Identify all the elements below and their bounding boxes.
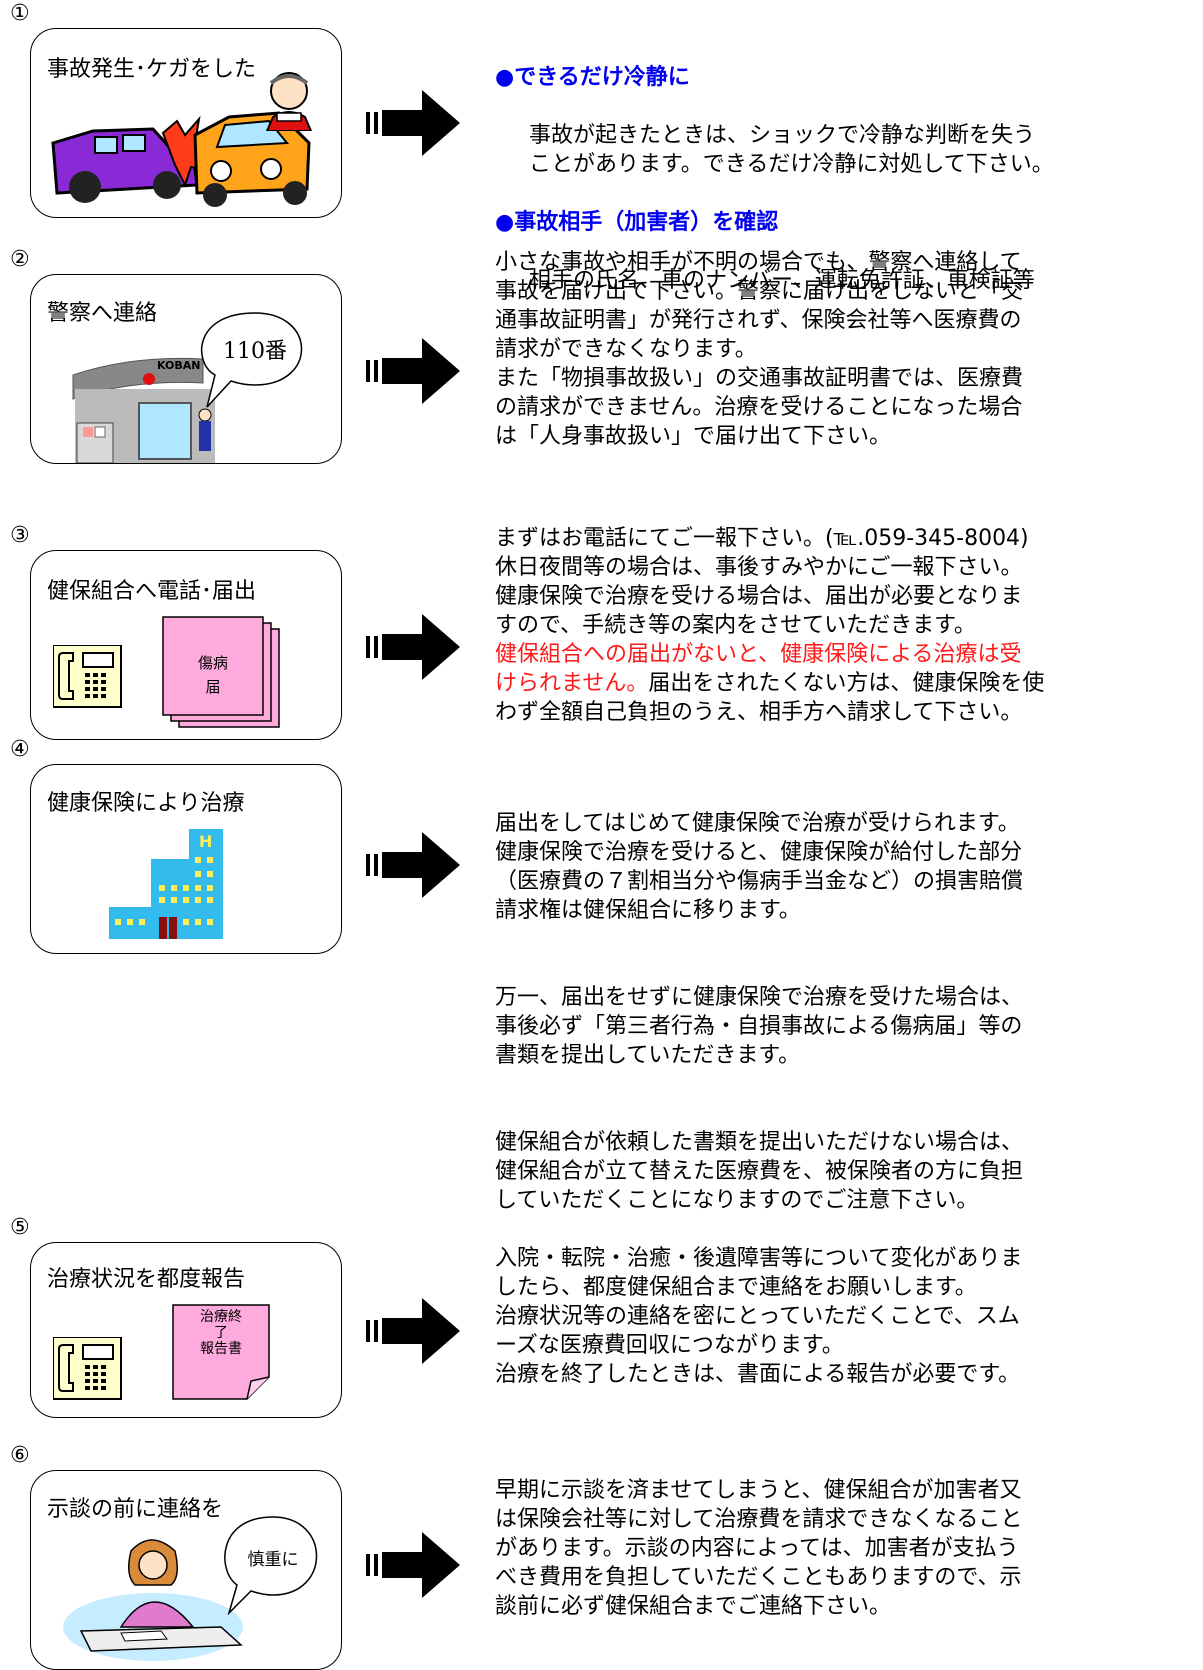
document-label: 傷病 届: [197, 654, 228, 696]
bullet-heading: ●事故相手（加害者）を確認: [495, 210, 779, 235]
alternative-text: 届出をされたくない方は、健康保険を使 わず全額自己負担のうえ、相手方へ請求して下…: [495, 671, 1045, 725]
warning-text: 健保組合への届出がないと、健康保険による治療は受 けられません。: [495, 642, 1022, 696]
step-1-box: 事故発生･ケガをした: [30, 28, 342, 218]
arrow-icon: [366, 1298, 460, 1364]
injury-report-document-icon: [162, 616, 280, 728]
step-title: 示談の前に連絡を: [47, 1497, 224, 1522]
step-4-description: 届出をしてはじめて健康保険で治療が受けられます。 健康保険で治療を受けると、健康…: [495, 780, 1195, 1244]
contact-text: まずはお電話にてご一報下さい。(℡.059-345-8004) 休日夜間等の場合…: [495, 526, 1029, 638]
step-number: ①: [10, 1, 30, 26]
step-5-box: 治療状況を都度報告 治療終 了 報告書: [30, 1242, 342, 1418]
step-title: 治療状況を都度報告: [47, 1267, 246, 1292]
arrow-icon: [366, 832, 460, 898]
thinking-woman-illustration: [63, 1539, 243, 1661]
bubble-text: 慎重に: [247, 1550, 299, 1570]
step-6-description: 早期に示談を済ませてしまうと、健保組合が加害者又 は保険会社等に対して治療費を請…: [495, 1478, 1023, 1619]
step-number: ⑥: [10, 1443, 30, 1468]
step-4-box: 健康保険により治療 H: [30, 764, 342, 954]
step-1-description: ●できるだけ冷静に 事故が起きたときは、ショックで冷静な判断を失う ことがありま…: [495, 34, 1195, 324]
bullet-heading: ●できるだけ冷静に: [495, 65, 690, 90]
arrow-icon: [366, 90, 460, 156]
injured-person-illustration: [265, 72, 313, 131]
step-2-description: 小さな事故や相手が不明の場合でも、警察へ連絡して 事故を届け出て下さい。警察に届…: [495, 250, 1024, 449]
koban-police-box-illustration: KOBAN: [72, 357, 215, 463]
speech-bubble: 110番: [193, 311, 317, 408]
step-3-box: 健保組合へ電話･届出 傷病 届: [30, 550, 342, 740]
speech-bubble: 慎重に: [217, 1515, 329, 1615]
telephone-icon: [53, 1337, 122, 1400]
paragraph: 万一、届出をせずに健康保険で治療を受けた場合は、 事後必ず「第三者行為・自損事故…: [495, 985, 1024, 1068]
arrow-icon: [366, 614, 460, 680]
telephone-icon: [53, 645, 122, 708]
document-label: 治療終 了 報告書: [200, 1309, 242, 1357]
step-title: 警察へ連絡: [47, 301, 158, 326]
arrow-icon: [366, 1532, 460, 1598]
step-number: ③: [10, 523, 30, 548]
arrow-icon: [366, 338, 460, 404]
hospital-building-icon: H: [109, 829, 223, 939]
step-title: 事故発生･ケガをした: [47, 57, 257, 82]
completion-report-document-icon: [172, 1304, 270, 1400]
step-number: ⑤: [10, 1215, 30, 1240]
step-number: ④: [10, 737, 30, 762]
bullet-text: 事故が起きたときは、ショックで冷静な判断を失う ことがあります。できるだけ冷静に…: [529, 123, 1054, 177]
step-title: 健保組合へ電話･届出: [47, 579, 257, 604]
step-3-description: まずはお電話にてご一報下さい。(℡.059-345-8004) 休日夜間等の場合…: [495, 524, 1195, 727]
paragraph: 健保組合が依頼した書類を提出いただけない場合は、 健保組合が立て替えた医療費を、…: [495, 1130, 1024, 1213]
step-number: ②: [10, 247, 30, 272]
step-title: 健康保険により治療: [47, 791, 245, 816]
hospital-sign: H: [199, 832, 212, 851]
step-6-box: 示談の前に連絡を 慎重に: [30, 1470, 342, 1670]
bullet-text: 相手の氏名、車のナンバー、運転免許証、車検証等: [529, 268, 1035, 293]
step-2-box: 警察へ連絡 KOBAN 110番: [30, 274, 342, 464]
paragraph: 届出をしてはじめて健康保険で治療が受けられます。 健康保険で治療を受けると、健康…: [495, 811, 1024, 923]
koban-sign: KOBAN: [157, 359, 200, 372]
step-5-description: 入院・転院・治癒・後遺障害等について変化がありま したら、都度健保組合まで連絡を…: [495, 1246, 1023, 1387]
bubble-text: 110番: [223, 339, 287, 364]
